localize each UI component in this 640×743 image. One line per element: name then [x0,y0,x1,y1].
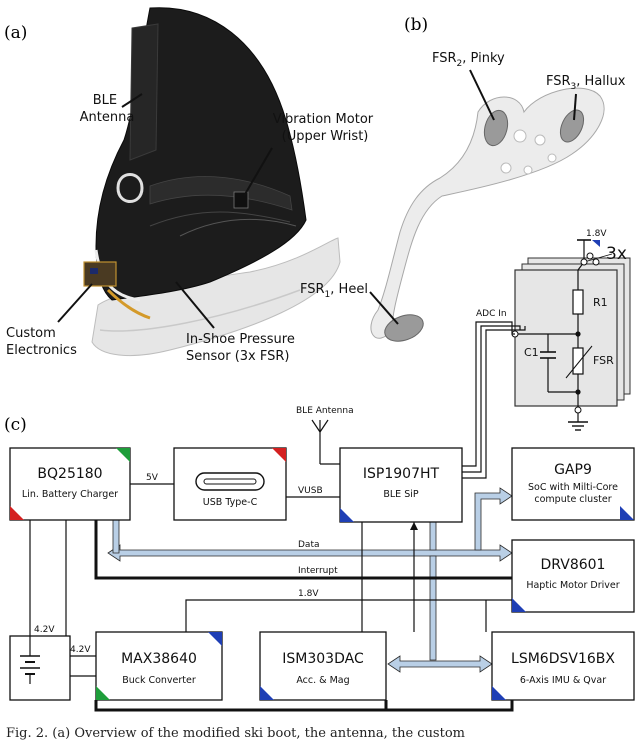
v5-signal-label: 5V [146,473,159,483]
boot-label-vibration-motor: Vibration Motor (Upper Wrist) [273,112,378,144]
v42-buck-label: 4.2V [70,645,91,655]
drv8601-subtitle: Haptic Motor Driver [526,580,619,591]
circuit-r1-label: R1 [593,296,608,309]
v42-battery-label: 4.2V [34,625,55,635]
battery-icon [9,635,71,701]
boot-photo [83,7,341,357]
v18-signal-label: 1.8V [298,589,319,599]
gap9-subtitle-2: compute cluster [534,494,611,505]
power-and-signal-wires [29,483,514,712]
gap9-title: GAP9 [554,462,592,478]
panel-c-label: (c) [4,415,27,435]
bq25180-title: BQ25180 [37,466,102,482]
gap9-subtitle-1: SoC with Milti-Core [528,482,618,493]
leader-fsr3 [573,93,577,121]
max38640-title: MAX38640 [121,651,197,667]
block-lsm6dsv16bx: LSM6DSV16BX 6-Axis IMU & Qvar [491,631,635,701]
isp1907ht-title: ISP1907HT [363,466,440,482]
drv8601-title: DRV8601 [541,557,606,573]
leader-vibration-motor [243,147,273,197]
max38640-subtitle: Buck Converter [122,675,196,686]
panel-b-label: (b) [404,15,428,35]
figure-caption: Fig. 2. (a) Overview of the modified ski… [6,726,465,741]
ble-antenna-signal-label: BLE Antenna [296,406,354,416]
insole-sensor [370,87,605,342]
panel-a-label: (a) [4,23,27,43]
leader-custom-electronics [57,283,93,323]
block-drv8601: DRV8601 Haptic Motor Driver [511,539,635,613]
block-max38640: MAX38640 Buck Converter [95,631,223,701]
antenna-icon [311,419,340,465]
bq25180-subtitle: Lin. Battery Charger [22,489,118,500]
boot-label-custom-electronics: Custom Electronics [6,326,77,358]
fsr1-label: FSR1, Heel [300,282,368,300]
circuit-supply-label: 1.8V [586,229,607,239]
leader-fsr2 [469,69,495,121]
block-gap9: GAP9 SoC with Milti-Core compute cluster [511,447,635,521]
ism303dac-subtitle: Acc. & Mag [296,675,349,686]
block-usb-type-c: USB Type-C [173,447,287,521]
leader-pressure-sensor [175,281,215,329]
vusb-signal-label: VUSB [298,486,323,496]
interrupt-signal-label: Interrupt [298,566,338,576]
fsr-circuit [511,239,631,431]
adc-wires [462,321,526,479]
circuit-c1-label: C1 [524,346,539,359]
usb-subtitle: USB Type-C [203,497,258,508]
ism303dac-title: ISM303DAC [282,651,364,667]
boot-label-pressure-sensor: In-Shoe Pressure Sensor (3x FSR) [186,332,299,364]
boot-label-ble-antenna: BLE Antenna [80,93,135,125]
leader-ble-antenna [121,93,143,108]
block-ism303dac: ISM303DAC Acc. & Mag [259,631,387,701]
circuit-fsr-label: FSR [593,354,614,367]
fsr3-label: FSR3, Hallux [546,74,626,92]
block-bq25180: BQ25180 Lin. Battery Charger [9,447,131,521]
lsm6dsv16bx-title: LSM6DSV16BX [511,651,615,667]
fsr2-label: FSR2, Pinky [432,51,505,69]
circuit-multiplier-label: 3x [606,244,627,264]
circuit-adc-label: ADC In [476,309,507,319]
data-signal-label: Data [298,540,320,550]
leader-fsr1 [369,291,399,325]
block-isp1907ht: ISP1907HT BLE SiP [339,447,463,523]
isp1907ht-subtitle: BLE SiP [383,489,419,500]
lsm6dsv16bx-subtitle: 6-Axis IMU & Qvar [520,675,606,686]
